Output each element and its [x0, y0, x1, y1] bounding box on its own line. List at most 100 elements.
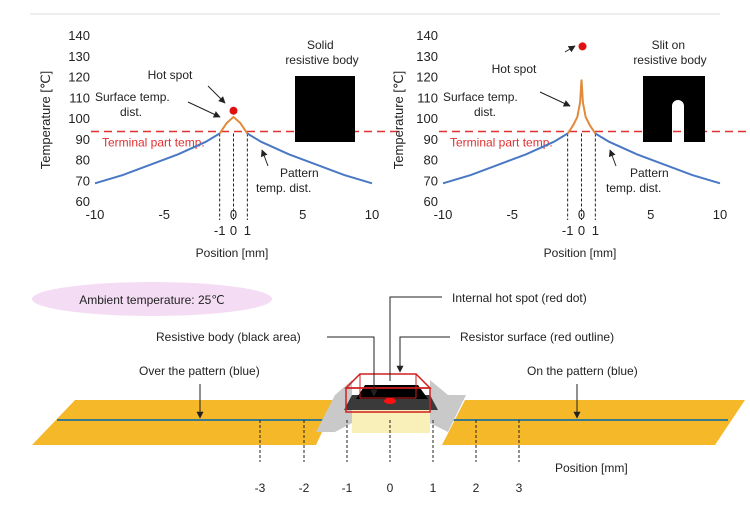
pattern-annotation: Pattern temp. dist. [256, 166, 322, 195]
position-axis-label: Position [mm] [555, 461, 628, 475]
x-axis-title: Position [mm] [544, 246, 617, 260]
position-tick-label: -3 [255, 481, 266, 495]
pattern-arrow [608, 149, 617, 167]
y-tick-label: 90 [424, 132, 438, 147]
series-lines [94, 115, 373, 185]
y-tick-label: 120 [416, 70, 438, 85]
y-tick-label: 80 [76, 153, 90, 168]
x-tick-label: 10 [365, 207, 379, 222]
series-line [246, 132, 373, 185]
x-tick-label: -10 [86, 207, 105, 222]
x-axis-title: Position [mm] [196, 246, 269, 260]
y-tick-label: 110 [417, 90, 438, 105]
y-axis-title: Temperature [℃] [391, 71, 406, 169]
resistor-diagram: Ambient temperature: 25℃ Internal hot sp… [32, 282, 745, 495]
ambient-label: Ambient temperature: 25℃ [79, 293, 225, 307]
terminal-ref-label: Terminal part temp. [102, 135, 205, 149]
body-annotation: Slit on resistive body [633, 38, 706, 67]
position-tick-label: 0 [387, 481, 394, 495]
on-pattern-label: On the pattern (blue) [527, 364, 638, 378]
right-terminal [430, 380, 466, 432]
x-tick-label: 10 [713, 207, 727, 222]
surface-annotation-line1: Surface temp. [443, 90, 518, 104]
chart-solid-body: Temperature [℃] 60708090100110120130140 … [38, 28, 398, 260]
y-tick-label: 80 [424, 153, 438, 168]
resistive-body-top [356, 385, 428, 399]
x-tick-labels: -10-50510 [434, 207, 728, 222]
position-tick-label: 2 [473, 481, 480, 495]
y-tick-label: 70 [76, 173, 90, 188]
ambient-bubble [32, 282, 272, 316]
left-pattern-plate [32, 400, 337, 445]
pattern-annotation-line2: temp. dist. [606, 181, 661, 195]
y-tick-label: 130 [416, 49, 438, 64]
surface-annotation-line2: dist. [120, 105, 142, 119]
y-axis-title: Temperature [℃] [38, 71, 53, 169]
hot-spot-arrow [564, 45, 576, 53]
center-dashed-lines [219, 133, 248, 220]
position-tick-label: 3 [516, 481, 523, 495]
y-tick-label: 70 [424, 173, 438, 188]
body-annotation-line1: Solid [307, 38, 334, 52]
pattern-annotation-line1: Pattern [280, 166, 319, 180]
x-tick-label-extra: 0 [578, 223, 585, 238]
chip-substrate [352, 410, 430, 433]
y-tick-label: 110 [69, 90, 90, 105]
hot-spot-callout [389, 296, 442, 381]
surface-annotation: Surface temp. dist. [443, 90, 521, 119]
resistor-surface-callout [396, 336, 450, 373]
y-tick-label: 100 [416, 111, 438, 126]
x-tick-label-extra: 1 [592, 223, 599, 238]
left-terminal [316, 380, 352, 432]
x-tick-label: -10 [434, 207, 453, 222]
pattern-arrow [260, 149, 269, 167]
x-tick-labels: -10-50510 [86, 207, 380, 222]
body-annotation: Solid resistive body [285, 38, 358, 67]
y-tick-label: 60 [76, 194, 90, 209]
slit-body-shape [643, 76, 705, 142]
series-line [594, 132, 721, 185]
y-tick-label: 90 [76, 132, 90, 147]
series-line [218, 115, 249, 135]
surface-arrow [187, 101, 221, 118]
hot-spot-dot [578, 42, 587, 51]
pattern-annotation: Pattern temp. dist. [606, 166, 672, 195]
resistive-body-callout [327, 336, 378, 397]
surface-arrow [539, 91, 571, 107]
resistor-surface-label: Resistor surface (red outline) [460, 330, 614, 344]
y-tick-label: 60 [424, 194, 438, 209]
y-tick-label: 100 [68, 111, 90, 126]
solid-body-shape [295, 76, 355, 142]
series-line [94, 132, 221, 185]
position-tick-label: -1 [342, 481, 353, 495]
x-tick-label-extra: -1 [562, 223, 574, 238]
hot-spot-label: Hot spot [148, 68, 193, 82]
series-line [566, 79, 597, 135]
hot-spot-dot [229, 106, 238, 115]
body-annotation-line2: resistive body [633, 53, 706, 67]
surface-annotation-line1: Surface temp. [95, 90, 170, 104]
terminal-ref-label: Terminal part temp. [450, 135, 553, 149]
x-tick-label: -5 [158, 207, 170, 222]
series-line [442, 132, 569, 185]
internal-hot-spot-label: Internal hot spot (red dot) [452, 291, 587, 305]
surface-outline-front [345, 387, 431, 413]
y-tick-label: 120 [68, 70, 90, 85]
center-dashed-lines [567, 133, 596, 220]
internal-hot-spot-dot [384, 398, 396, 404]
surface-annotation: Surface temp. dist. [95, 90, 173, 119]
position-tick-label: 1 [430, 481, 437, 495]
pattern-annotation-line1: Pattern [630, 166, 669, 180]
surface-annotation-line2: dist. [474, 105, 496, 119]
series-lines [442, 79, 721, 185]
hot-spot-label: Hot spot [492, 62, 537, 76]
resistive-body-label: Resistive body (black area) [156, 330, 301, 344]
y-tick-label: 140 [416, 28, 438, 43]
chart-slit-body: Temperature [℃] 60708090100110120130140 … [391, 28, 750, 260]
